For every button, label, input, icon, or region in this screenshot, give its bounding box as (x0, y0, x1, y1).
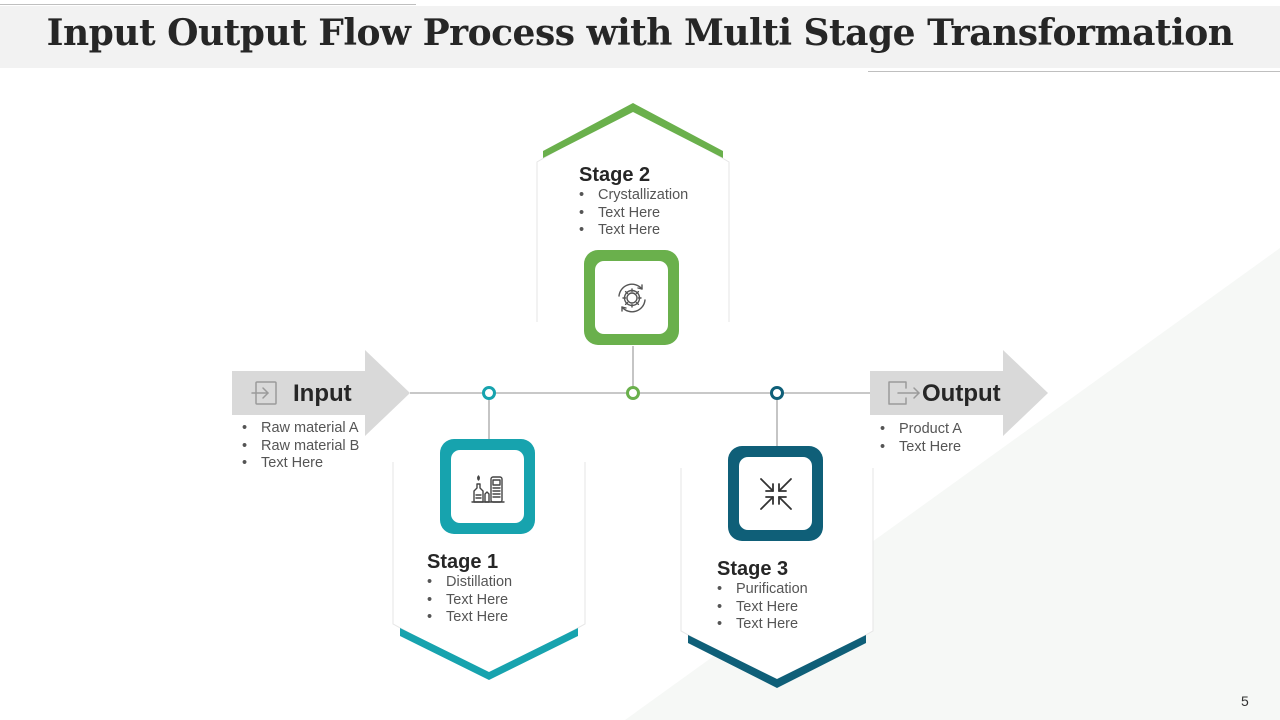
title-divider-top (0, 4, 416, 5)
input-label: Input (293, 380, 352, 407)
output-label: Output (922, 380, 1001, 407)
list-item: Text Here (579, 205, 688, 223)
exit-icon (888, 381, 920, 405)
list-item: Text Here (427, 592, 512, 610)
stage-2-icon-tile (584, 250, 679, 345)
gear-cycle-icon (617, 283, 646, 312)
list-item: Distillation (427, 574, 512, 592)
input-arrow (232, 350, 410, 436)
stage-2-list: Crystallization Text Here Text Here (579, 187, 688, 240)
output-list: Product A Text Here (880, 421, 962, 456)
output-arrow (870, 350, 1048, 436)
stage-1-title: Stage 1 (427, 551, 499, 573)
stage-1-icon-tile (440, 439, 535, 534)
distillation-apparatus-icon (470, 474, 505, 503)
input-list: Raw material A Raw material B Text Here (242, 420, 359, 473)
list-item: Raw material A (242, 420, 359, 438)
stage-3-node (770, 386, 784, 400)
stage-3-icon-tile (728, 446, 823, 541)
list-item: Text Here (717, 599, 808, 617)
list-item: Raw material B (242, 438, 359, 456)
compress-arrows-icon (759, 477, 792, 510)
page-number: 5 (1241, 693, 1249, 709)
stage-3-list: Purification Text Here Text Here (717, 581, 808, 634)
list-item: Product A (880, 421, 962, 439)
stage-2-title: Stage 2 (579, 164, 651, 186)
title-divider-bottom (868, 71, 1280, 72)
stage-1-list: Distillation Text Here Text Here (427, 574, 512, 627)
stage-3-title: Stage 3 (717, 558, 789, 580)
list-item: Text Here (427, 609, 512, 627)
list-item: Purification (717, 581, 808, 599)
list-item: Text Here (717, 616, 808, 634)
page-title: Input Output Flow Process with Multi Sta… (46, 12, 1234, 54)
enter-icon (251, 381, 277, 405)
stage-2-node (626, 386, 640, 400)
title-bar (0, 6, 1280, 68)
list-item: Crystallization (579, 187, 688, 205)
list-item: Text Here (880, 439, 962, 457)
list-item: Text Here (242, 455, 359, 473)
stage-1-node (482, 386, 496, 400)
list-item: Text Here (579, 222, 688, 240)
